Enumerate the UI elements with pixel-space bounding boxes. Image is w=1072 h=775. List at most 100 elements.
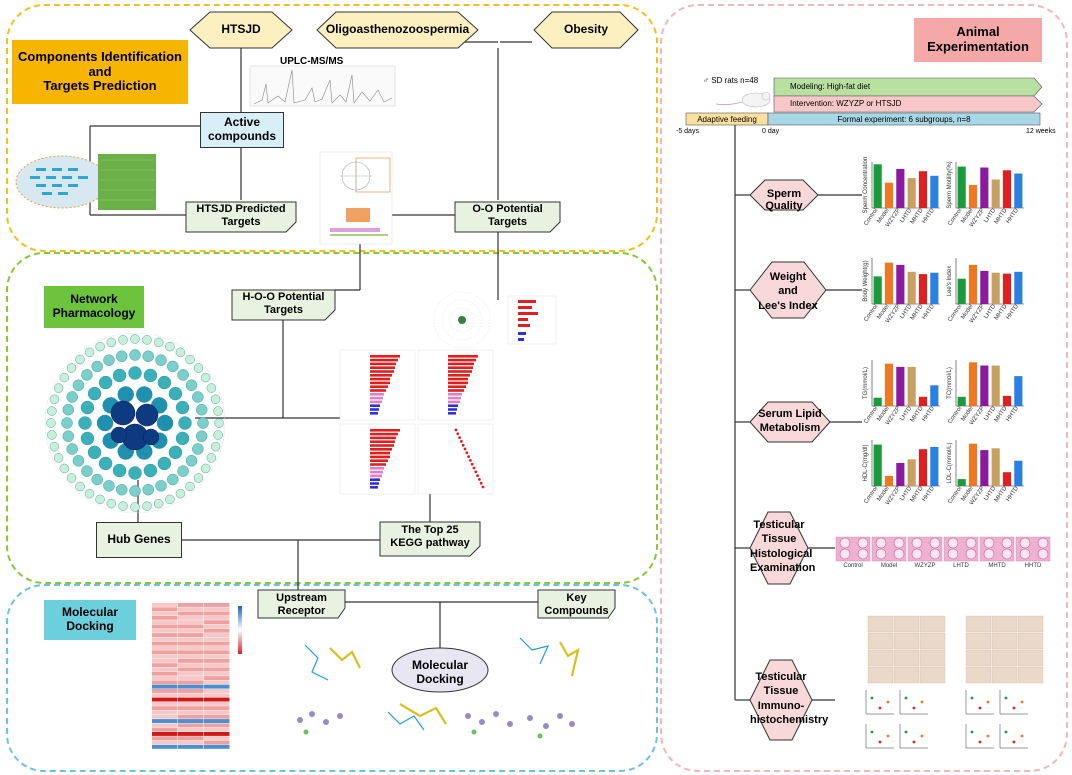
- histo-label: Testicular Tissue Histological Examinati…: [750, 518, 815, 575]
- heatmap-cell: [204, 654, 230, 659]
- heatmap-cell: [178, 667, 204, 672]
- network-title-line2: Pharmacology: [52, 306, 136, 320]
- chart-bar: [896, 463, 905, 486]
- network-node: [72, 455, 85, 467]
- network-node: [95, 341, 105, 352]
- ihc-image: [991, 632, 1018, 650]
- heatmap-cell: [152, 676, 178, 680]
- dot-plot-point: [1004, 696, 1008, 700]
- chart-bar: [980, 270, 989, 304]
- enrichment-bar: [370, 381, 390, 385]
- network-node: [98, 375, 113, 390]
- dot-plot-point: [1020, 734, 1024, 738]
- chart-bar: [1002, 395, 1012, 406]
- enrichment-dot: [479, 481, 483, 485]
- chart-bar: [930, 385, 939, 406]
- tubule-shape: [1037, 537, 1049, 549]
- network-node: [62, 404, 75, 416]
- dot-plot-axis: [999, 724, 1028, 749]
- heatmap-cell: [178, 611, 204, 616]
- network-node: [200, 372, 211, 383]
- heatmap-cell: [152, 684, 178, 689]
- heatmap-cell: [152, 667, 178, 672]
- chart-bar: [991, 272, 1000, 304]
- chart-bar: [968, 264, 978, 304]
- tubule-shape: [857, 537, 869, 549]
- heatmap-cell: [204, 667, 230, 672]
- network-node: [95, 494, 105, 505]
- enrichment-bar: [448, 381, 468, 385]
- lipid-line1: Serum Lipid: [758, 408, 822, 420]
- heatmap-cell: [204, 615, 230, 620]
- chart-ylabel: HDL-C(mg/dl): [863, 444, 869, 481]
- network-node: [185, 481, 195, 492]
- heatmap-cell: [178, 732, 204, 736]
- network-hub-node: [110, 400, 136, 426]
- network-hub-node: [110, 426, 128, 444]
- heatmap-cell: [152, 637, 178, 642]
- dot-plot-point: [970, 696, 974, 700]
- formal-label: Formal experiment: 6 subgroups, n=8: [837, 115, 971, 124]
- enrichment-bar: [370, 404, 380, 407]
- ihc-image: [893, 649, 920, 667]
- heatmap-cell: [152, 689, 178, 693]
- network-node: [75, 354, 85, 365]
- network-node: [175, 400, 190, 415]
- enrichment-bar: [370, 470, 383, 474]
- network-node: [130, 334, 140, 344]
- network-node: [129, 485, 141, 497]
- docking-center-label: Molecular Docking: [392, 658, 488, 687]
- chart-bar: [957, 479, 966, 486]
- heatmap-cell: [178, 641, 204, 646]
- tubule-shape: [893, 537, 905, 549]
- network-node: [49, 394, 60, 405]
- network-node: [168, 445, 183, 460]
- chart-axis: [955, 360, 1024, 407]
- docking-center-line2: Docking: [416, 672, 464, 687]
- network-node: [96, 414, 114, 432]
- network-panel: [6, 252, 658, 584]
- htsjd-label: HTSJD: [221, 22, 261, 36]
- enrichment-bar: [370, 393, 384, 396]
- network-node: [66, 363, 77, 373]
- heatmap-cell: [204, 658, 230, 663]
- enrichment-bar: [370, 455, 390, 459]
- network-node: [185, 354, 195, 365]
- oo-targets-line2: Targets: [488, 216, 527, 229]
- histology-label: WZYZP: [915, 563, 936, 569]
- ihc-image: [919, 649, 946, 667]
- network-node: [106, 337, 117, 348]
- network-node: [47, 406, 57, 416]
- heatmap-cell: [204, 637, 230, 642]
- enrichment-bar: [370, 448, 392, 451]
- heatmap-cell: [204, 697, 230, 702]
- network-title-line1: Network: [70, 292, 118, 307]
- network-node: [192, 443, 204, 455]
- network-node: [80, 400, 95, 415]
- heatmap-cell: [178, 603, 204, 607]
- tubule-shape: [983, 548, 995, 560]
- ihc-image: [991, 666, 1018, 684]
- chart-bar: [907, 459, 916, 486]
- tubule-shape: [1019, 548, 1031, 560]
- network-node: [72, 379, 85, 391]
- active-line2: compounds: [208, 129, 276, 143]
- network-node: [61, 417, 73, 429]
- heatmap-cell: [204, 646, 230, 650]
- heatmap-cell: [204, 663, 230, 668]
- chart-bar: [980, 167, 989, 208]
- dot-plot-axis: [965, 690, 994, 715]
- enrichment-bar: [448, 408, 457, 411]
- network-node: [143, 463, 158, 478]
- htsjd-targets-line2: Targets: [221, 216, 261, 229]
- immuno-line4: histochemistry: [750, 713, 829, 726]
- chart-bar: [968, 443, 978, 486]
- intervention-label: Intervention: WZYZP or HTSJD: [790, 99, 902, 108]
- ihc-image: [919, 666, 946, 684]
- enrichment-bar: [370, 429, 400, 432]
- chart-bar: [907, 366, 916, 406]
